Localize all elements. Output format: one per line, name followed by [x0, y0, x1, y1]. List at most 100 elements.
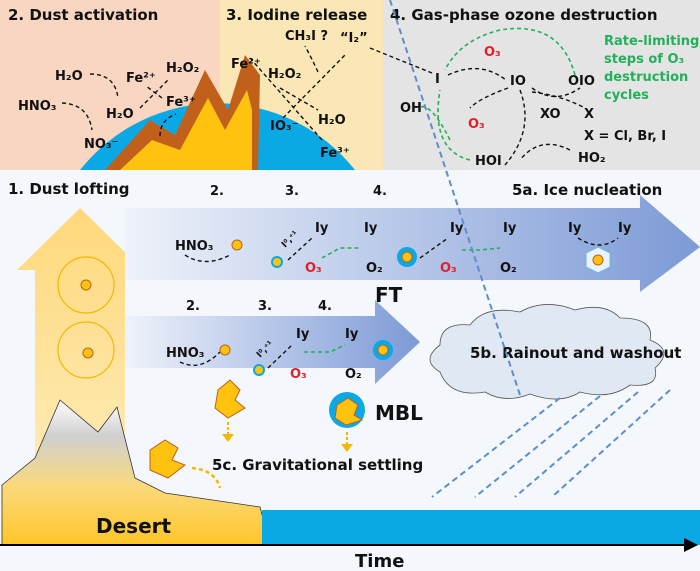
ft-o3-1: O₃ — [305, 261, 322, 276]
settling-arrowhead-icon — [341, 444, 353, 452]
species-fe3: Fe³⁺ — [166, 95, 196, 110]
arrow-h2o2-h2o — [279, 87, 319, 111]
mbl-arrow-hno3 — [179, 351, 221, 366]
species-io3: IO₃⁻ — [270, 119, 298, 134]
coated-particle-icon — [253, 364, 265, 376]
dust-core — [120, 90, 252, 170]
ocean — [262, 510, 700, 545]
dust-particle-icon — [231, 239, 243, 251]
species-h2o-aq: H₂O — [106, 107, 134, 122]
panel-3-title: 3. Iodine release — [226, 6, 367, 24]
ft-o2-2: O₂ — [500, 261, 517, 276]
ft-arrow-4 — [419, 237, 449, 259]
rainout-label: 5b. Rainout and washout — [470, 344, 681, 362]
settling-arrow-curved — [191, 466, 222, 489]
species-h2o2: H₂O₂ — [166, 61, 199, 76]
arrow-fe3-fe2 — [145, 85, 163, 99]
rate-limiting-line-2: steps of O₃ — [604, 52, 684, 67]
species-h2o2-b: H₂O₂ — [268, 67, 301, 82]
time-axis-arrowhead-icon — [684, 538, 698, 552]
species-o3-bottom: O₃ — [468, 117, 485, 132]
mbl-hno3: HNO₃ — [166, 346, 205, 361]
rate-limiting-note: Rate-limiting steps of O₃ destruction cy… — [604, 34, 699, 103]
species-i: I — [435, 72, 440, 87]
ft-iy-5: Iy — [568, 221, 582, 236]
dust-particle-icon — [82, 347, 94, 359]
dust-particle-icon — [401, 251, 413, 263]
species-xo: XO — [540, 107, 561, 122]
ft-iy-1: Iy — [315, 221, 329, 236]
species-io: IO — [510, 74, 526, 89]
mbl-label: MBL — [375, 401, 423, 425]
dust-particle-large — [214, 379, 246, 419]
ft-arrow — [125, 195, 700, 292]
ft-arrow-hno3 — [184, 254, 231, 263]
species-hno3-gas: HNO₃ — [18, 99, 57, 114]
x-definition: X = Cl, Br, I — [584, 129, 666, 144]
ft-label: FT — [375, 283, 403, 307]
arrow-io3-i2 — [282, 54, 346, 119]
dust-particle-icon — [377, 344, 389, 356]
species-ch3i: CH₃I ? — [285, 29, 328, 44]
species-no3: NO₃⁻ — [84, 137, 119, 152]
panel-ozone-destruction — [383, 0, 700, 170]
arrow-hno3 — [61, 102, 93, 131]
mbl-arrow — [125, 300, 420, 384]
ft-o2-1: O₂ — [366, 261, 383, 276]
lofting-circulation-upper — [57, 256, 115, 314]
mbl-o3: O₃ — [290, 367, 307, 382]
species-fe3-b: Fe³⁺ — [320, 146, 350, 161]
ft-iy-4: Iy — [503, 221, 517, 236]
ft-step-5a: 5a. Ice nucleation — [512, 181, 662, 199]
arrow-io-x — [531, 91, 586, 109]
species-ho2: HO₂ — [578, 151, 606, 166]
arrow-fe3-release — [159, 113, 177, 137]
rain-streak — [551, 389, 671, 498]
ft-arrow-iox — [287, 237, 313, 261]
mbl-green — [304, 344, 346, 353]
arrow-h2o — [89, 73, 119, 99]
ft-arrow-ice — [577, 237, 619, 246]
rain-streak — [431, 397, 561, 498]
ft-step-4: 4. — [373, 184, 387, 199]
mbl-step-3: 3. — [258, 299, 272, 314]
panel-2-title: 2. Dust activation — [8, 6, 158, 24]
species-h2o-b: H₂O — [318, 113, 346, 128]
arrow-ho2 — [519, 143, 571, 161]
dust-particle-large — [149, 439, 187, 479]
species-oio: OIO — [568, 74, 595, 89]
rate-limiting-line-1: Rate-limiting — [604, 34, 699, 49]
species-hoi: HOI — [475, 154, 502, 169]
mbl-iy-1: Iy — [296, 327, 310, 342]
settling-arrowhead-icon — [222, 434, 234, 442]
species-fe2-b: Fe²⁺ — [231, 57, 261, 72]
panel-4-title: 4. Gas-phase ozone destruction — [390, 6, 658, 24]
mbl-step-4: 4. — [318, 299, 332, 314]
species-x: X — [584, 107, 594, 122]
dust-particle-large — [334, 397, 364, 426]
step-dust-lofting: 1. Dust lofting — [8, 180, 130, 198]
species-fe2: Fe²⁺ — [126, 71, 156, 86]
arrow-hoi-i — [437, 89, 471, 161]
ft-iy-3: Iy — [450, 221, 464, 236]
rate-limiting-line-3: destruction — [604, 70, 688, 85]
ft-hno3: HNO₃ — [175, 239, 214, 254]
species-oh: OH — [400, 101, 422, 116]
arrow-i-io — [447, 67, 507, 81]
time-label: Time — [355, 551, 404, 571]
dust-particle-icon — [219, 344, 231, 356]
ft-o3-2: O₃ — [440, 261, 457, 276]
ft-green-2 — [462, 247, 501, 251]
species-o3-top: O₃ — [484, 45, 501, 60]
ft-step-3: 3. — [285, 184, 299, 199]
species-h2o-gas: H₂O — [55, 69, 83, 84]
mbl-step-2: 2. — [186, 299, 200, 314]
rain — [389, 0, 671, 498]
lofting-circulation-lower — [57, 321, 115, 379]
ft-iy-6: Iy — [618, 221, 632, 236]
arrow-io-hoi — [504, 89, 526, 166]
rain-streak — [474, 395, 601, 498]
mbl-o2: O₂ — [345, 367, 362, 382]
mbl-arrow-iox — [267, 344, 293, 369]
